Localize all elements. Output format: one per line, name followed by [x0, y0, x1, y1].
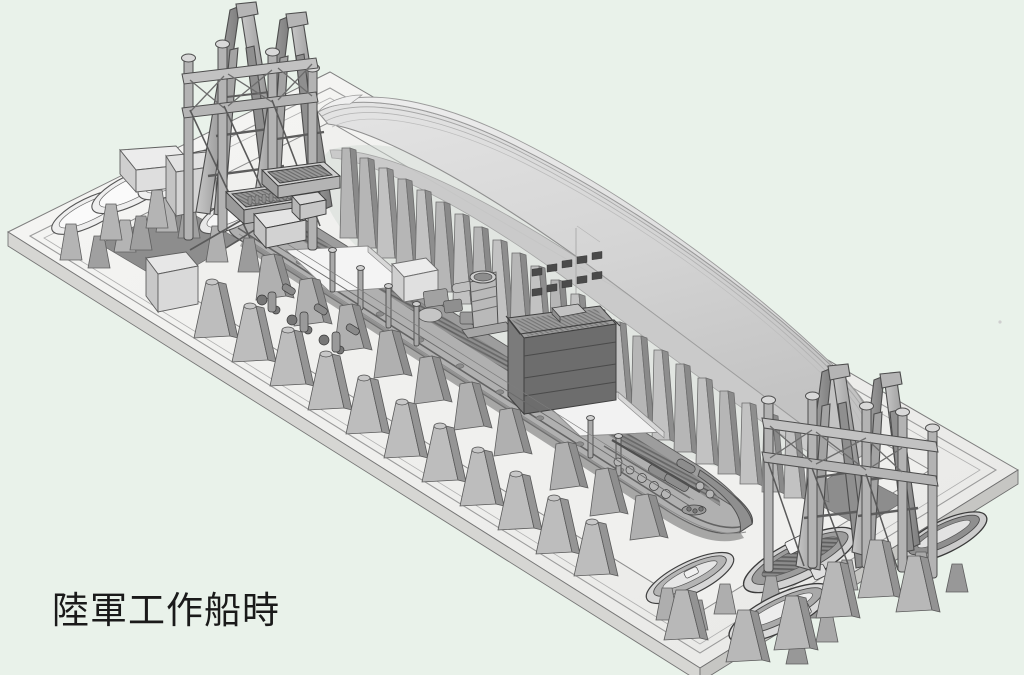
- crane-mast-posts-fore: [181, 39, 321, 251]
- fore-dock-struts: [193, 281, 619, 577]
- port-deck-greebles: [256, 283, 360, 355]
- bridge-superstructure: [505, 251, 621, 416]
- page-title: 陸軍工作船時: [52, 589, 280, 632]
- strut-caps: [205, 278, 599, 526]
- funnel-smokestack: [461, 270, 513, 339]
- dock-keel-blocks: [255, 253, 669, 541]
- crane-hoppers: [225, 161, 342, 250]
- aft-dock-braces: [663, 539, 941, 663]
- work-ship: [228, 207, 754, 542]
- crane-mast-posts-aft: [761, 391, 940, 579]
- deck-rail: [257, 227, 695, 507]
- render-artifact-dot: [998, 320, 1002, 324]
- bow-deck-equipment: [603, 438, 715, 516]
